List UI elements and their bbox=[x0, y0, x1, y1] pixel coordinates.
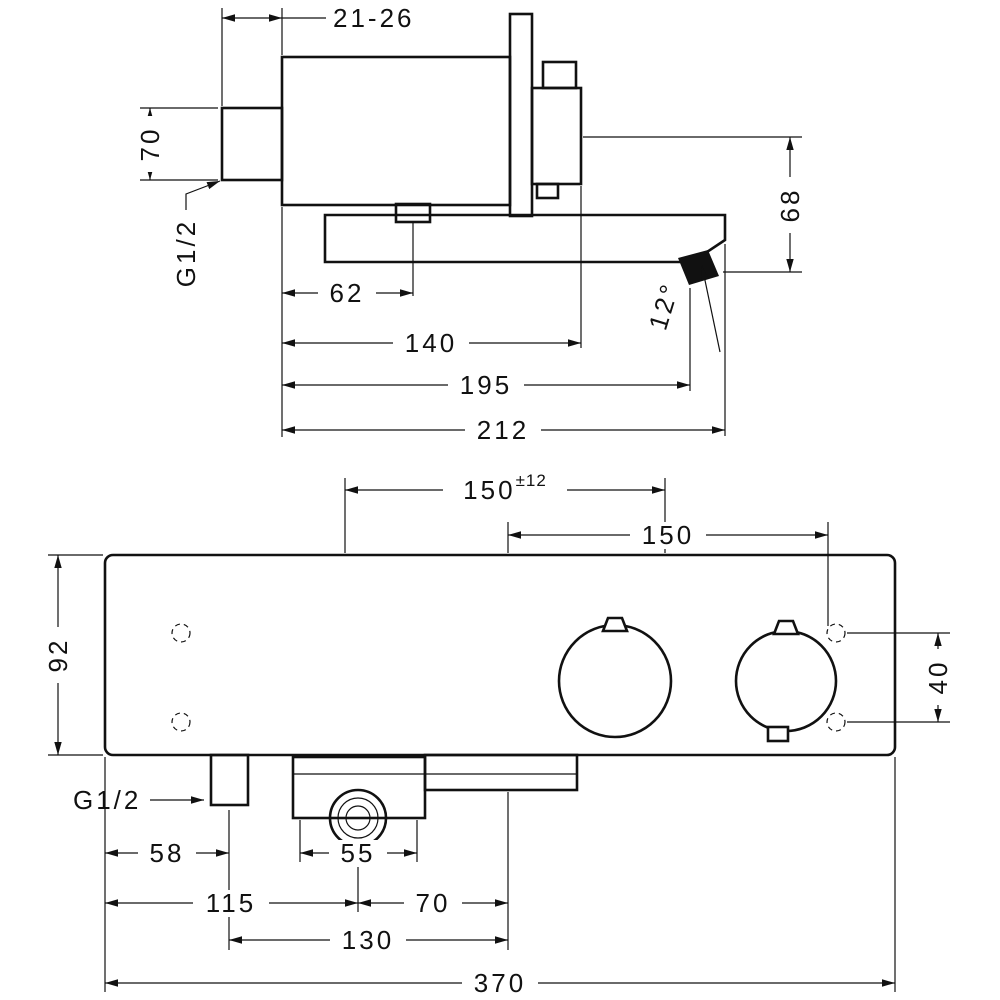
volume-handle-lower-tab bbox=[766, 725, 790, 743]
dim-inlet-to-axis: 130 bbox=[229, 925, 508, 955]
mixer-body-plan-outline bbox=[103, 553, 897, 757]
dim-aerator-width-label: 55 bbox=[341, 838, 376, 868]
dim-inlet-offset-label: 58 bbox=[150, 838, 185, 868]
spout-side-outline bbox=[323, 213, 727, 264]
dim-total-depth-label: 212 bbox=[477, 415, 529, 445]
dim-handle-depth: 140 bbox=[282, 328, 581, 358]
mounting-hole-left-bottom bbox=[171, 712, 191, 732]
dim-inlet-to-axis-label: 130 bbox=[342, 925, 394, 955]
plan-view-geometry bbox=[103, 553, 897, 848]
dim-spout-offset-label: 115 bbox=[206, 888, 256, 918]
handle-side bbox=[530, 86, 583, 186]
wall-plate-side bbox=[508, 12, 534, 218]
plan-view: 150±12 150 92 40 G1/2 bbox=[43, 471, 953, 999]
dim-inlet-height: 70 bbox=[135, 108, 165, 180]
mounting-hole-right-bottom bbox=[826, 712, 846, 732]
thermostat-handle-grip-mark bbox=[601, 616, 629, 633]
volume-handle bbox=[734, 629, 838, 733]
dim-screw-offset: 62 bbox=[282, 278, 413, 308]
side-inlet-thread-callout: G1/2 bbox=[171, 180, 221, 287]
spout-arm-plan bbox=[423, 753, 579, 792]
dim-spout-to-axis-label: 70 bbox=[416, 888, 451, 918]
dim-handle-spacing: 150 bbox=[508, 520, 828, 550]
plan-inlet-thread-callout: G1/2 bbox=[73, 785, 204, 815]
spout-outlet-wedge bbox=[678, 250, 719, 285]
aerator-middle bbox=[337, 797, 379, 839]
dim-wall-depth: 21-26 bbox=[222, 3, 415, 33]
dim-spout-angle-label: 12° bbox=[643, 279, 686, 334]
dim-wall-depth-label: 21-26 bbox=[333, 3, 415, 33]
mixer-body-side-outline bbox=[280, 55, 512, 207]
side-view: 21-26 70 G1/2 62 140 bbox=[135, 3, 805, 445]
dim-connection-spacing-label: 150±12 bbox=[463, 471, 547, 506]
dim-connection-spacing: 150±12 bbox=[345, 471, 665, 506]
side-inlet-thread-label: G1/2 bbox=[171, 219, 201, 287]
volume-handle-grip-mark bbox=[772, 619, 800, 636]
dim-screw-offset-label: 62 bbox=[330, 278, 365, 308]
dim-outlet-depth: 195 bbox=[282, 370, 690, 400]
inlet-connector-side bbox=[220, 106, 284, 182]
dim-port-spacing: 40 bbox=[923, 633, 953, 722]
dim-body-height-label: 92 bbox=[43, 638, 73, 673]
dim-inlet-height-label: 70 bbox=[135, 127, 165, 162]
dim-total-depth: 212 bbox=[282, 415, 725, 445]
aerator-inner bbox=[345, 805, 371, 831]
dim-total-width: 370 bbox=[105, 968, 895, 998]
handle-top-cap-side bbox=[541, 60, 578, 90]
thermostat-handle bbox=[557, 623, 673, 739]
dim-aerator-width: 55 bbox=[300, 838, 417, 868]
plan-inlet-thread-label: G1/2 bbox=[73, 785, 141, 815]
dim-total-width-label: 370 bbox=[474, 968, 526, 998]
dim-body-height: 92 bbox=[43, 555, 73, 755]
dim-handle-spacing-label: 150 bbox=[642, 520, 694, 550]
side-view-extension-lines bbox=[140, 8, 802, 437]
spout-base-plan bbox=[291, 755, 427, 820]
dim-outlet-depth-label: 195 bbox=[460, 370, 512, 400]
side-view-geometry bbox=[220, 12, 727, 296]
dim-outlet-height-label: 68 bbox=[775, 188, 805, 223]
dim-inlet-offset: 58 bbox=[105, 838, 229, 868]
dim-port-spacing-label: 40 bbox=[923, 660, 953, 695]
dim-spout-to-axis: 70 bbox=[358, 888, 508, 918]
mounting-hole-left-top bbox=[171, 623, 191, 643]
mounting-hole-right-top bbox=[826, 623, 846, 643]
inlet-stub-plan bbox=[209, 753, 250, 807]
fastening-screw-side bbox=[394, 202, 432, 224]
dim-outlet-height: 68 bbox=[775, 137, 805, 272]
dim-handle-depth-label: 140 bbox=[405, 328, 457, 358]
handle-lower-tab-side bbox=[535, 182, 560, 200]
dim-spout-offset: 115 bbox=[105, 888, 358, 918]
